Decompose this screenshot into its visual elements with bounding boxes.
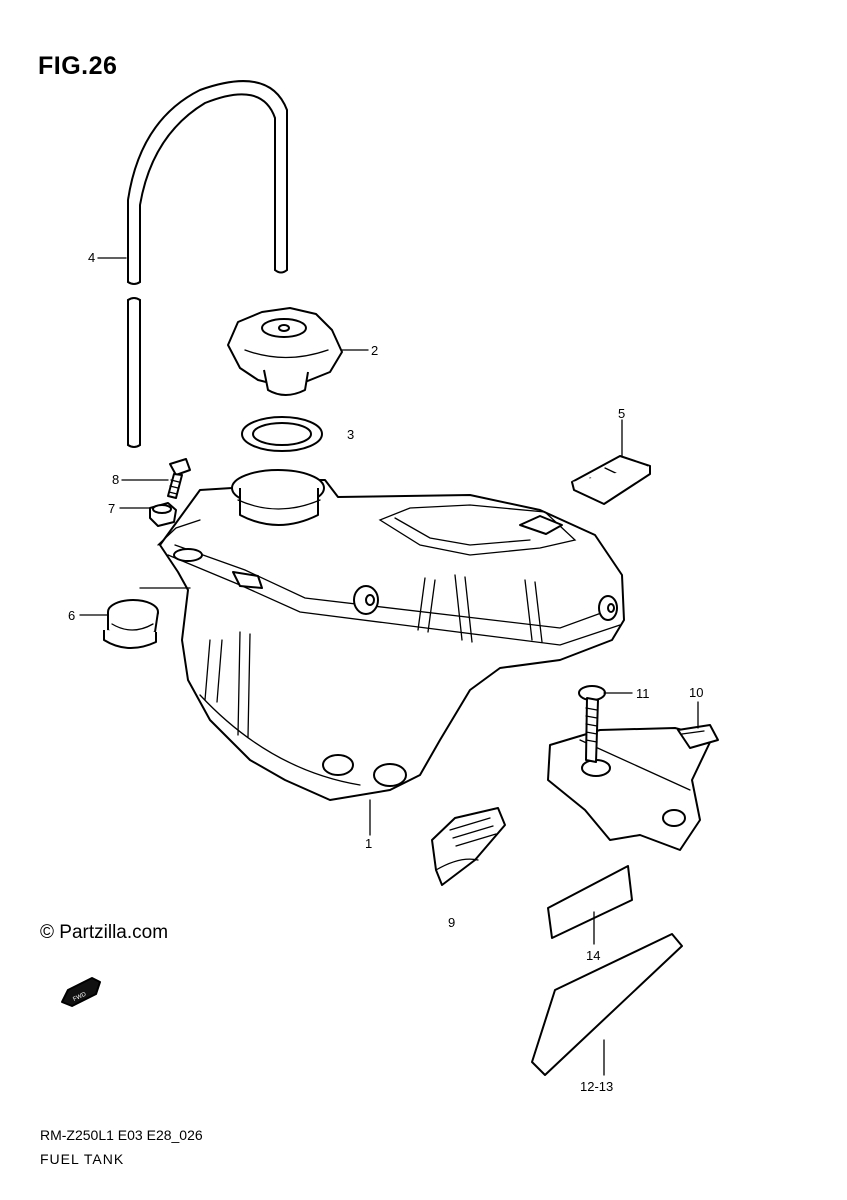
breather-hose-part[interactable]: [127, 80, 288, 448]
screw-part[interactable]: [578, 685, 606, 763]
figure-title: FIG.26: [38, 52, 118, 80]
bolt-part[interactable]: [167, 458, 191, 499]
callout-8: 8: [112, 472, 119, 487]
sticker-large-part[interactable]: [531, 933, 683, 1076]
cap-gasket-part[interactable]: [241, 416, 323, 452]
tank-cushion-part[interactable]: [431, 807, 506, 886]
callout-12-13: 12-13: [580, 1079, 613, 1094]
forward-arrow-icon: FWD: [61, 977, 101, 1007]
fuel-tank-part[interactable]: [159, 469, 625, 801]
sticker-small-part[interactable]: [547, 865, 633, 939]
diagram-name: FUEL TANK: [40, 1151, 125, 1167]
callout-5: 5: [618, 406, 625, 421]
callout-2: 2: [371, 343, 378, 358]
callout-7: 7: [108, 501, 115, 516]
callout-14: 14: [586, 948, 600, 963]
callout-10: 10: [689, 685, 703, 700]
callout-11: 11: [636, 686, 650, 701]
clamp-part[interactable]: [571, 455, 651, 505]
fwd-label: FWD: [72, 991, 88, 1002]
callout-9: 9: [448, 915, 455, 930]
callout-6: 6: [68, 608, 75, 623]
copyright-notice: © Partzilla.com: [40, 922, 169, 943]
fuel-cap-part[interactable]: [227, 307, 343, 396]
collar-part[interactable]: [149, 502, 177, 527]
model-code: RM-Z250L1 E03 E28_026: [40, 1127, 203, 1143]
callout-1: 1: [365, 836, 372, 851]
cushion-part[interactable]: [103, 599, 159, 649]
callout-3: 3: [347, 427, 354, 442]
leader-lines: [79, 257, 699, 1076]
callout-4: 4: [88, 250, 95, 265]
tank-bracket-part[interactable]: [547, 724, 719, 851]
